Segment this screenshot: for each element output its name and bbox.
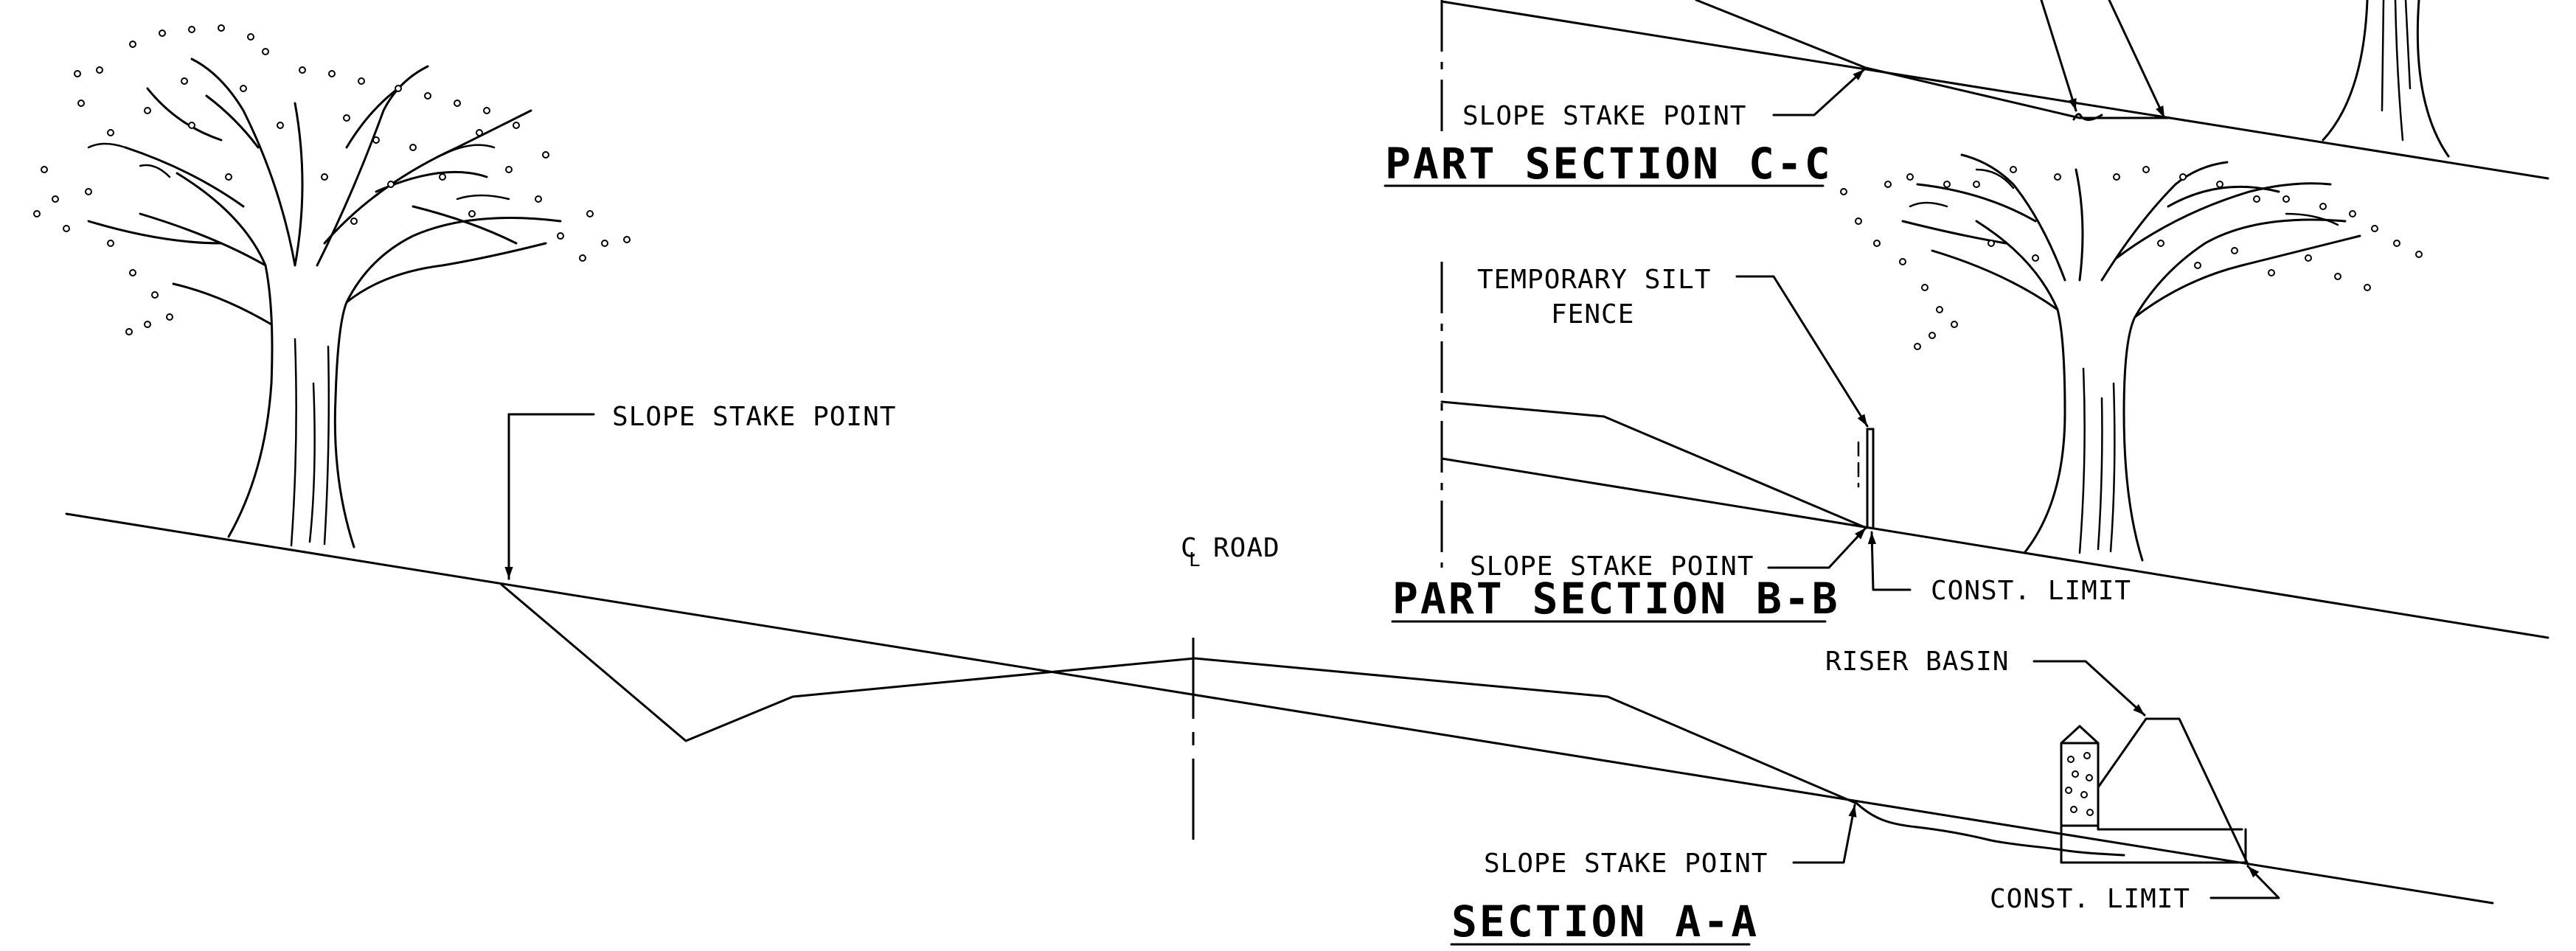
const-limit-label-b-b: CONST. LIMIT	[1931, 576, 2131, 606]
road-profile	[500, 583, 1858, 805]
slope-stake-label-b-b: SLOPE STAKE POINT	[1470, 551, 1754, 582]
section-title-a-a: SECTION A-A	[1451, 896, 1759, 947]
proposed-grade-b-b	[1440, 400, 1866, 529]
const-limit-leader-b-b	[1867, 531, 1912, 591]
section-title-c-c: PART SECTION C-C	[1385, 139, 1833, 189]
const-limit-label-a-a: CONST. LIMIT	[1990, 884, 2190, 914]
tree-icon	[1840, 153, 2423, 562]
proposed-grade-c-c	[1695, 0, 2170, 119]
road-label: ROAD	[1213, 533, 1280, 563]
slope-stake-leader-b-b	[1767, 526, 1867, 569]
slope-stake-label-a-a-left: SLOPE STAKE POINT	[612, 402, 896, 432]
riser-basin-leader	[2032, 660, 2146, 717]
existing-ground-a-a	[65, 512, 2494, 905]
part-section-c-c: SLOPE STAKE POINT PART SECTION C-C	[1384, 0, 2549, 189]
part-section-b-b: TEMPORARY SILT FENCE SLOPE STAKE POINT C…	[1391, 262, 2549, 639]
const-limit-leader-a-a	[2209, 865, 2280, 899]
leader-c-c-1	[2040, 0, 2077, 112]
fence-label: FENCE	[1551, 299, 1634, 330]
centerline-c-symbol: C	[1181, 533, 1198, 563]
silt-fence-icon	[1857, 428, 1875, 529]
centerline-road-label: C L ROAD	[1181, 533, 1280, 571]
temporary-silt-label: TEMPORARY SILT	[1477, 265, 1711, 295]
tree-icon	[33, 24, 631, 548]
riser-basin-icon	[2060, 717, 2249, 865]
slope-stake-leader-c-c	[1772, 68, 1866, 116]
leader-c-c-2	[2108, 0, 2166, 119]
silt-fence-leader	[1735, 275, 1869, 428]
section-a-a: SLOPE STAKE POINT C L ROAD RISER BASIN S…	[65, 402, 2494, 947]
grading-toe	[1855, 802, 2125, 857]
existing-ground-b-b	[1440, 457, 2549, 639]
existing-ground-c-c	[1440, 0, 2549, 180]
tree-foliage-dots	[1840, 166, 2423, 350]
ditch-c-c	[2072, 113, 2103, 121]
section-title-b-b: PART SECTION B-B	[1392, 574, 1840, 624]
tree-trunk-icon	[2322, 0, 2450, 158]
tree-foliage-dots	[33, 24, 631, 335]
slope-stake-label-a-a-right: SLOPE STAKE POINT	[1484, 849, 1768, 879]
centerline-l-symbol: L	[1189, 549, 1201, 571]
slope-stake-label-c-c: SLOPE STAKE POINT	[1462, 101, 1746, 131]
slope-stake-leader-a-a-right	[1792, 804, 1857, 864]
riser-basin-label: RISER BASIN	[1825, 647, 2009, 677]
